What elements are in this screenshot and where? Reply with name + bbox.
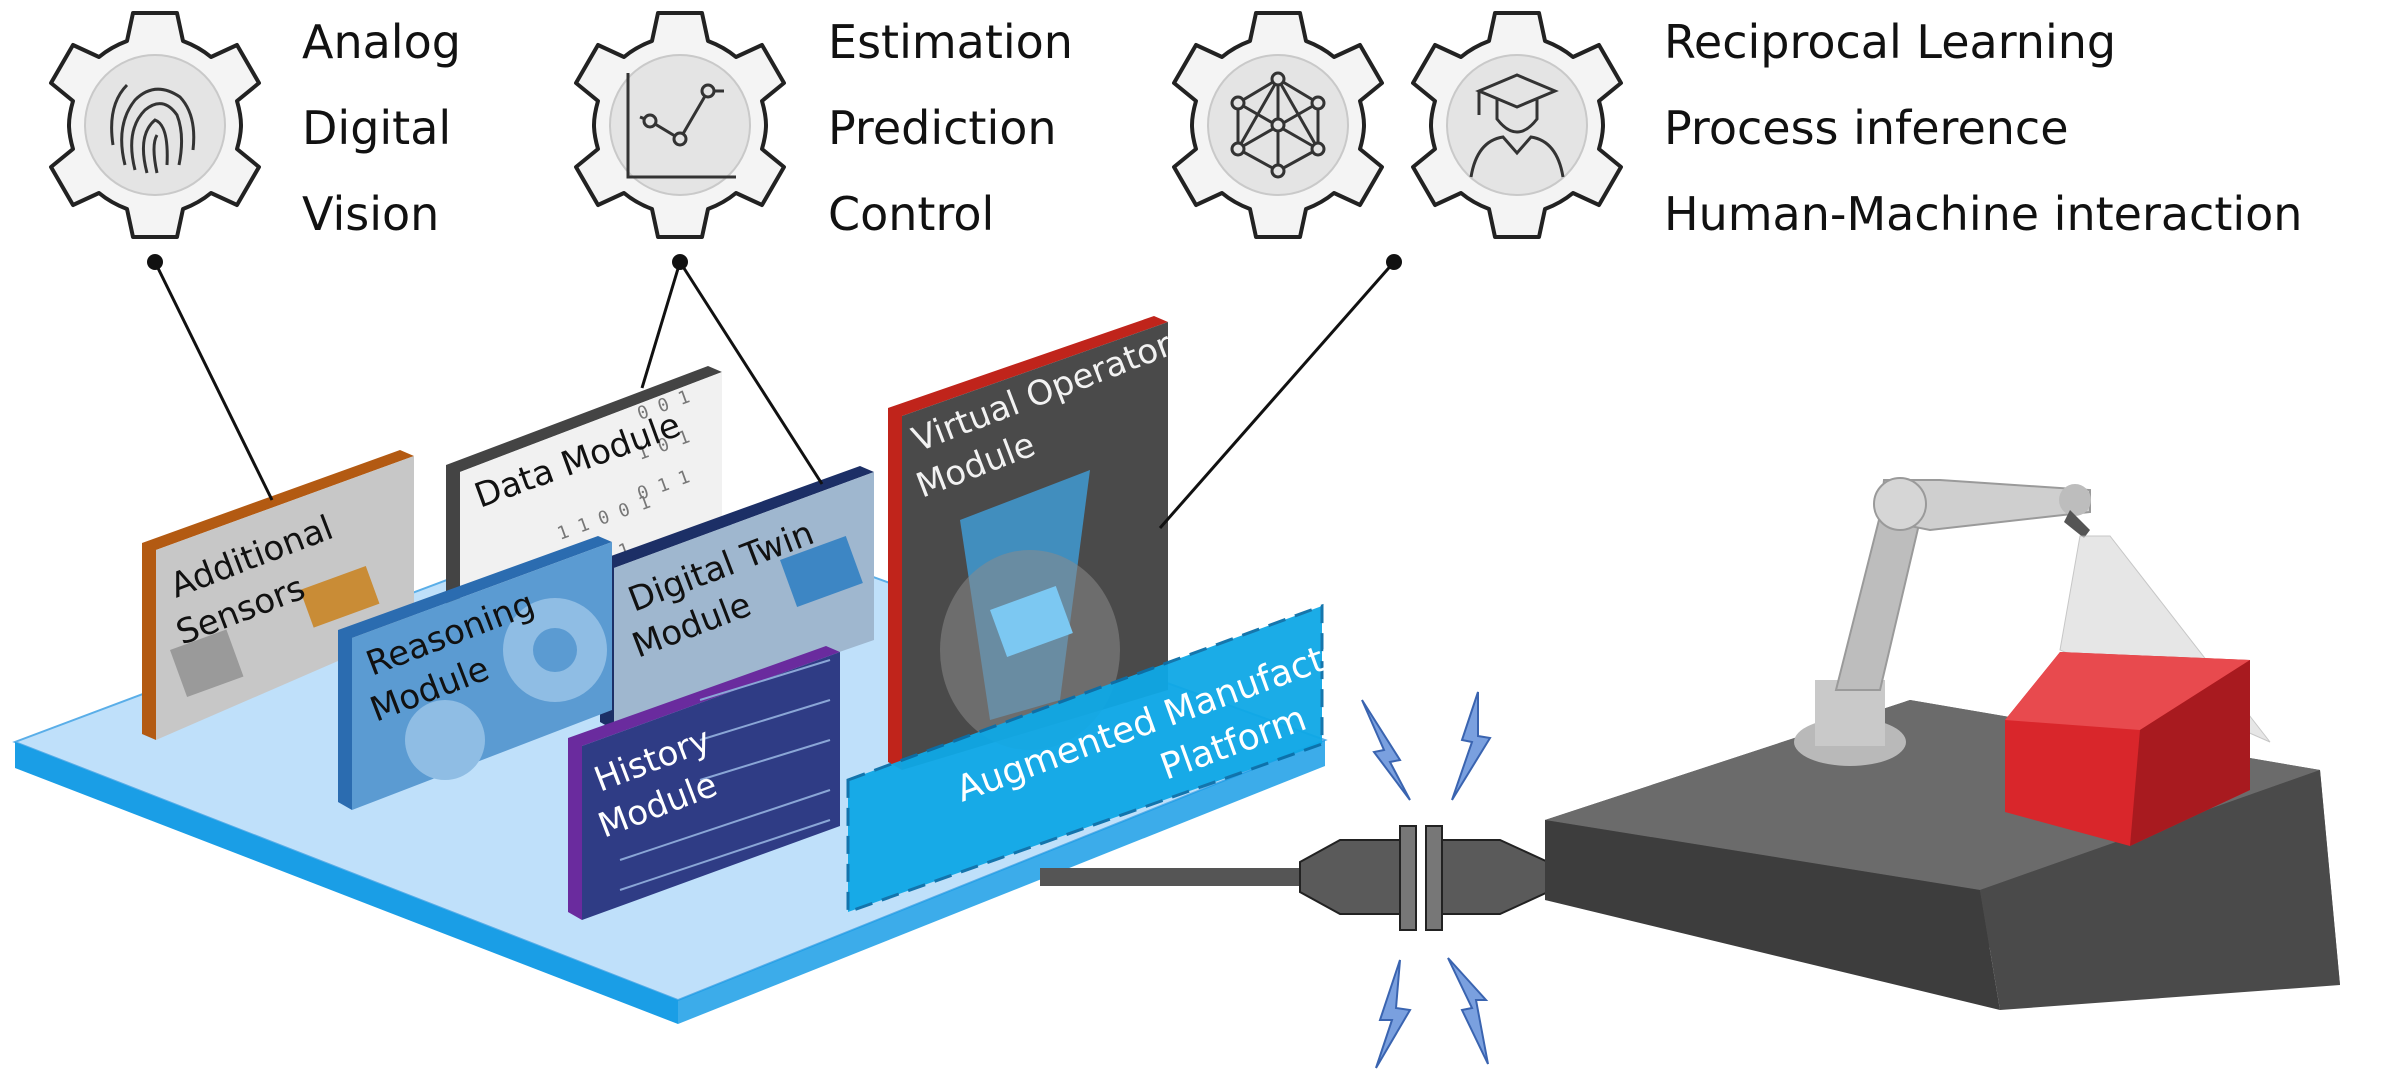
lightning-icon bbox=[1361, 699, 1411, 801]
gear-label-estimation: Estimation bbox=[828, 15, 1073, 69]
workpiece bbox=[2005, 652, 2250, 846]
wireless-signal-icons bbox=[1361, 691, 1492, 1069]
callout-line bbox=[1158, 261, 1396, 529]
gear-analysis bbox=[574, 11, 786, 239]
robot-arm bbox=[1794, 477, 2091, 766]
module-history[interactable]: History Module bbox=[568, 646, 840, 920]
fingerprint-icon bbox=[110, 83, 196, 174]
cognition-labels: Reciprocal Learning Process inference Hu… bbox=[1664, 15, 2302, 241]
connector-cable bbox=[1040, 825, 1568, 931]
lightning-icon bbox=[1451, 691, 1492, 801]
module-virtual-operator[interactable]: Virtual Operator Module bbox=[888, 316, 1177, 770]
gear-label-control: Control bbox=[828, 187, 994, 241]
callout-line bbox=[153, 261, 274, 501]
line-chart-icon bbox=[626, 73, 736, 179]
sensing-labels: Analog Digital Vision bbox=[302, 15, 461, 241]
gear-label-prediction: Prediction bbox=[828, 101, 1057, 155]
gear-label-hmi: Human-Machine interaction bbox=[1664, 187, 2302, 241]
callout-line bbox=[640, 261, 682, 389]
callout-lines bbox=[153, 261, 1396, 529]
gear-network bbox=[1172, 11, 1384, 239]
gear-label-digital: Digital bbox=[302, 101, 451, 155]
lightning-icon bbox=[1447, 957, 1489, 1065]
gear-label-process-inference: Process inference bbox=[1664, 101, 2069, 155]
callout-dot bbox=[672, 254, 688, 270]
gear-label-vision: Vision bbox=[302, 187, 439, 241]
lightning-icon bbox=[1375, 959, 1412, 1069]
gear-operator bbox=[1411, 11, 1623, 239]
gear-label-analog: Analog bbox=[302, 15, 461, 69]
gear-sensing bbox=[49, 11, 261, 239]
callout-dot bbox=[147, 254, 163, 270]
analysis-labels: Estimation Prediction Control bbox=[828, 15, 1073, 241]
gear-label-reciprocal-learning: Reciprocal Learning bbox=[1664, 15, 2116, 69]
callout-dot bbox=[1386, 254, 1402, 270]
callout-line bbox=[678, 261, 824, 485]
callout-dots bbox=[147, 254, 1402, 270]
network-icon bbox=[1230, 71, 1326, 179]
module-digital-twin[interactable]: Digital Twin Module bbox=[600, 466, 874, 730]
operator-icon bbox=[1469, 73, 1565, 178]
